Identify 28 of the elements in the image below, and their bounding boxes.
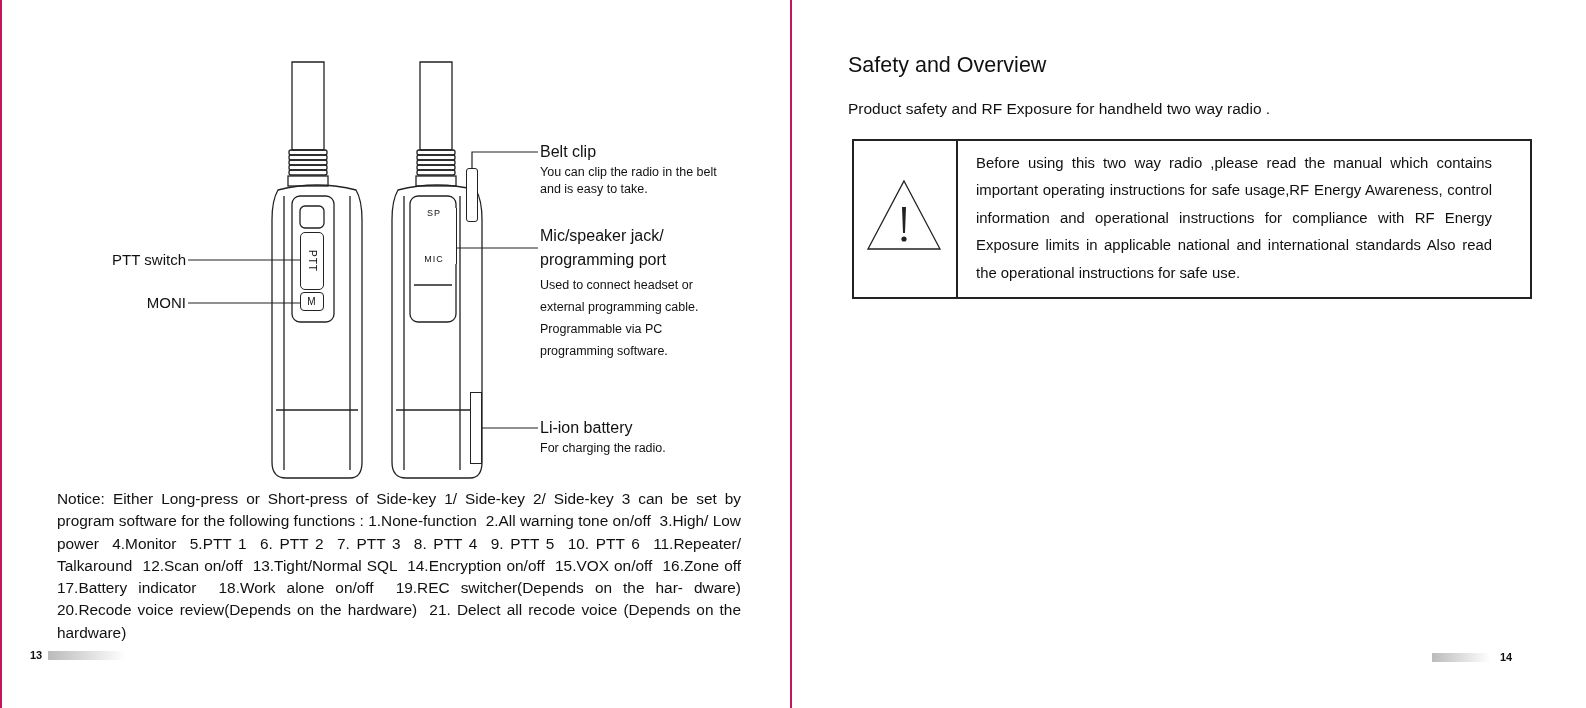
leader-line xyxy=(481,427,539,429)
part-description: Used to connect headset or external programming cable. Programmable via PC programming software. xyxy=(540,277,700,360)
warning-text: Before using this two way radio ,please read the manual which contains important operating instructions for safe usage,RF Energy Awareness, control information and operational instructions for compliance with RF Energy Exposure limits in applicable national and international standards Also read the operational instructions for safe use. xyxy=(976,154,1492,283)
belt-clip xyxy=(466,168,478,222)
button-label: PTT xyxy=(306,250,318,272)
warning-box xyxy=(852,139,1532,299)
part-label: MONI xyxy=(145,293,186,313)
part-label: PTT switch xyxy=(111,250,186,270)
radio-button xyxy=(300,292,324,311)
button-label: M xyxy=(307,296,317,307)
part-description: For charging the radio. xyxy=(540,440,667,457)
leader-line xyxy=(456,247,539,249)
notice-paragraph: Notice: Either Long-press or Short-press of Side-key 1/ Side-key 2/ Side-key 3 can be set by program software for the following functions : 1.None-function 2.All warning tone on/off 3.High/ Low power 4.Monitor 5.PTT 1 6. PTT 2 7. PTT 3 8. PTT 4 9. PTT 5 10. PTT 6 11.Repeater/ Talkaround 12.Scan on/off 13.Tight/Normal SQL 14.Encryption on/off 15.VOX on/off 16.Zone off 17.Battery indicator 18.Work alone on/off 19.REC switcher(Depends on the har- dware) 20.Recode voice review(Depends on the hardware) 21. Delect all recode voice (Depends on the hardware) xyxy=(57,489,741,643)
page-title: Safety and Overview xyxy=(848,53,1047,78)
port-label: SP xyxy=(427,208,441,218)
leader-line xyxy=(187,302,301,304)
page-number: 14 xyxy=(1500,651,1513,663)
subtitle: Product safety and RF Exposure for handheld two way radio . xyxy=(848,100,1271,118)
port-label: MIC xyxy=(424,254,444,264)
page-number: 13 xyxy=(30,649,43,661)
leader-line xyxy=(187,259,301,261)
part-title: Belt clip xyxy=(540,142,598,162)
part-description: You can clip the radio in the belt and is easy to take. xyxy=(540,164,718,198)
leader-line xyxy=(471,151,539,169)
battery-pack xyxy=(470,392,482,464)
part-title: Mic/speaker jack/ programming port xyxy=(540,226,668,270)
radio-button xyxy=(300,232,324,290)
part-title: Li-ion battery xyxy=(540,418,634,438)
